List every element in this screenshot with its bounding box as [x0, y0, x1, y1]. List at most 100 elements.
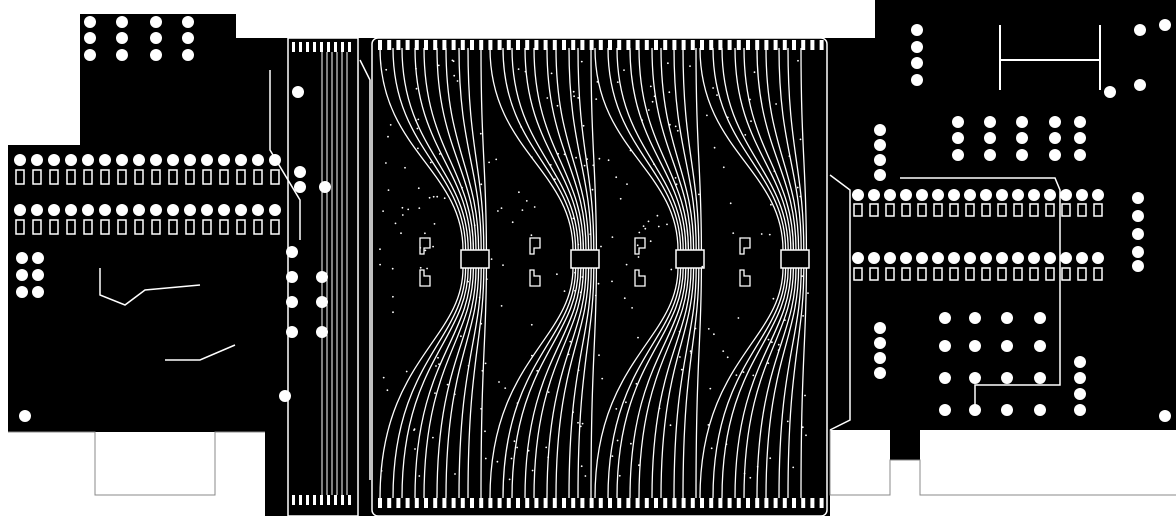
trace	[629, 47, 687, 251]
connector-pad-bottom	[598, 498, 603, 508]
via	[438, 363, 440, 365]
via	[516, 402, 519, 404]
through-hole-pad	[150, 49, 162, 61]
trace	[546, 47, 587, 251]
via	[382, 210, 384, 213]
via	[589, 233, 592, 236]
via	[582, 124, 585, 127]
trace	[743, 267, 795, 499]
pad-marker	[634, 237, 646, 255]
through-hole-pad	[316, 271, 328, 283]
connector-pad-top	[299, 42, 302, 52]
via	[637, 256, 640, 258]
smd-pad	[100, 169, 110, 185]
header-pin	[932, 252, 944, 264]
smd-pad	[270, 169, 280, 185]
via	[473, 224, 476, 227]
through-hole-pad	[182, 32, 194, 44]
through-hole-pad	[911, 74, 923, 86]
through-hole-pad	[1074, 116, 1086, 128]
through-hole-pad	[1016, 116, 1028, 128]
via	[767, 362, 770, 365]
connector-pad-bottom	[424, 498, 428, 508]
header-pin	[1076, 189, 1088, 201]
via	[547, 391, 550, 393]
via	[678, 330, 681, 333]
connector-pad-top	[470, 40, 474, 50]
header-pin	[932, 189, 944, 201]
smd-pad	[981, 267, 991, 281]
through-hole-pad	[874, 139, 886, 151]
via	[651, 100, 654, 103]
via	[583, 164, 586, 167]
via	[597, 282, 600, 285]
connector-pad-bottom	[488, 498, 493, 508]
via	[554, 178, 556, 181]
via	[722, 166, 725, 169]
via	[467, 364, 470, 367]
connector-pad-top	[534, 40, 539, 50]
connector-pad-top	[396, 40, 401, 50]
trace	[778, 267, 802, 499]
via	[556, 273, 558, 276]
through-hole-pad	[84, 16, 96, 28]
through-hole-pad	[1001, 404, 1013, 416]
trace	[392, 267, 467, 499]
via	[502, 264, 504, 266]
connector-pad-top	[773, 40, 778, 50]
via	[796, 186, 799, 189]
header-pin	[218, 204, 230, 216]
connector-pad-bottom	[617, 498, 622, 508]
header-pin	[201, 154, 213, 166]
via	[546, 97, 549, 99]
smd-pad	[134, 219, 144, 235]
connector-pad-top	[663, 40, 668, 50]
connector-pad-top	[810, 40, 815, 50]
through-hole-pad	[984, 116, 996, 128]
via	[407, 208, 410, 211]
via	[453, 74, 456, 77]
via	[749, 98, 751, 101]
trace	[616, 267, 684, 499]
via	[668, 91, 671, 94]
edge-tab-outline	[8, 431, 265, 496]
via	[675, 183, 678, 186]
via	[380, 470, 383, 472]
header-pin	[1060, 189, 1072, 201]
trace	[590, 267, 598, 499]
trace	[165, 344, 236, 361]
via	[495, 158, 498, 161]
via	[577, 97, 580, 99]
trace	[651, 267, 692, 499]
through-hole-pad	[19, 410, 31, 422]
trace	[712, 267, 787, 499]
smd-pad	[965, 267, 975, 281]
via	[400, 232, 402, 235]
connector-outline-main	[371, 37, 828, 516]
pad-marker	[634, 269, 646, 287]
connector-pad-top	[801, 40, 806, 50]
via	[656, 214, 659, 217]
via	[797, 59, 799, 62]
via	[563, 153, 566, 156]
trace	[414, 267, 472, 499]
via	[598, 157, 601, 160]
chip-footprint	[570, 249, 600, 269]
connector-pad-top	[644, 40, 649, 50]
via	[382, 376, 385, 379]
trace	[401, 267, 469, 499]
through-hole-pad	[292, 86, 304, 98]
connector-pad-top	[608, 40, 612, 50]
through-hole-pad	[1034, 372, 1046, 384]
connector-pad-bottom	[414, 498, 419, 508]
through-hole-pad	[1034, 312, 1046, 324]
connector-pad-bottom	[644, 498, 649, 508]
via	[498, 381, 500, 383]
via	[417, 147, 419, 150]
through-hole-pad	[1049, 116, 1061, 128]
via	[404, 166, 406, 169]
through-hole-pad	[1001, 312, 1013, 324]
via	[786, 420, 789, 423]
via	[419, 247, 422, 249]
